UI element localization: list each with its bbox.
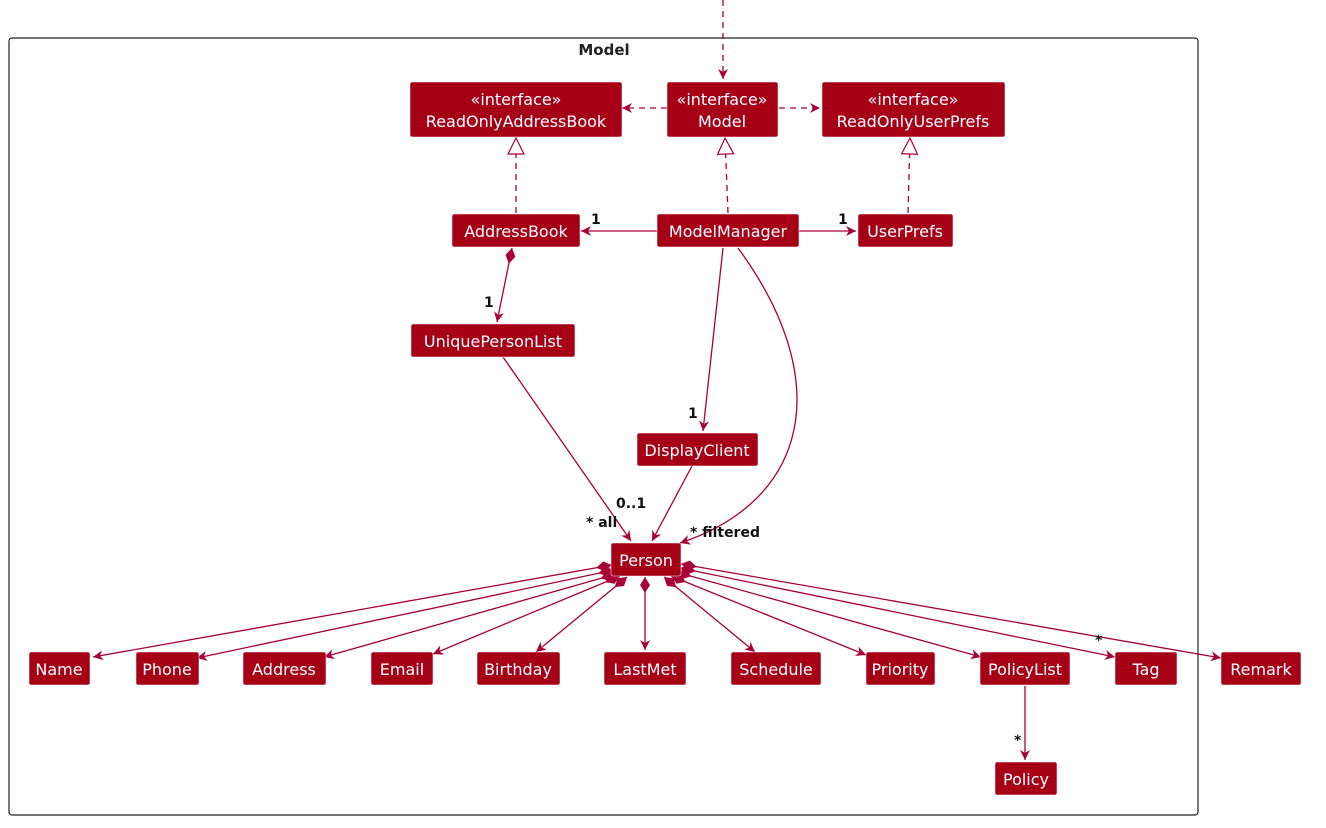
- addressbook-composes-uniquepersonlist: [494, 247, 516, 323]
- class-person: Person: [610, 542, 682, 577]
- class-tag-label: Tag: [1131, 660, 1159, 679]
- uniquepersonlist-to-person-all: [502, 356, 632, 542]
- interface-readonlyuserprefs-name: ReadOnlyUserPrefs: [837, 112, 990, 131]
- class-modelmanager: ModelManager: [656, 213, 800, 248]
- class-addressbook: AddressBook: [451, 213, 581, 248]
- class-email-label: Email: [380, 660, 424, 679]
- class-policylist: PolicyList: [979, 651, 1071, 686]
- person-composes-birthday: [535, 576, 628, 653]
- class-priority: Priority: [865, 651, 936, 686]
- model-package-title: Model: [578, 41, 629, 59]
- multiplicity-displayclient: 1: [688, 406, 698, 422]
- class-policylist-label: PolicyList: [988, 660, 1062, 679]
- class-remark-label: Remark: [1230, 660, 1292, 679]
- class-birthday: Birthday: [476, 651, 561, 686]
- multiplicity-filtered: * filtered: [690, 525, 760, 541]
- class-displayclient: DisplayClient: [636, 432, 759, 467]
- modelmanager-to-displayclient: [699, 247, 724, 432]
- interface-readonlyaddressbook-name: ReadOnlyAddressBook: [426, 112, 607, 131]
- class-userprefs-name: UserPrefs: [867, 222, 943, 241]
- class-name-label: Name: [35, 660, 82, 679]
- class-userprefs: UserPrefs: [857, 213, 954, 248]
- class-email: Email: [370, 651, 434, 686]
- multiplicity-userprefs: 1: [838, 212, 848, 228]
- multiplicity-all: * all: [586, 515, 617, 531]
- class-phone-label: Phone: [142, 660, 192, 679]
- class-priority-label: Priority: [872, 660, 929, 679]
- multiplicity-tag: *: [1095, 633, 1103, 649]
- interface-readonlyaddressbook: «interface» ReadOnlyAddressBook: [409, 81, 623, 138]
- class-displayclient-name: DisplayClient: [644, 441, 749, 460]
- displayclient-to-person: [651, 465, 693, 542]
- class-lastmet-label: LastMet: [613, 660, 676, 679]
- person-composes-remark: [680, 560, 1222, 662]
- class-phone: Phone: [135, 651, 200, 686]
- class-uniquepersonlist-name: UniquePersonList: [424, 332, 562, 351]
- multiplicity-addressbook: 1: [591, 212, 601, 228]
- multiplicity-uniquepersonlist: 1: [484, 295, 494, 311]
- interface-readonlyuserprefs: «interface» ReadOnlyUserPrefs: [821, 81, 1006, 138]
- interface-model-stereotype: «interface»: [677, 90, 768, 109]
- class-schedule: Schedule: [730, 651, 822, 686]
- class-policy: Policy: [994, 761, 1058, 796]
- interface-model-name: Model: [698, 112, 746, 131]
- class-tag: Tag: [1114, 651, 1178, 686]
- interface-readonlyuserprefs-stereotype: «interface»: [868, 90, 959, 109]
- class-remark: Remark: [1220, 651, 1302, 686]
- modelmanager-realizes-model: [716, 136, 735, 214]
- model-package-frame: [8, 37, 1199, 816]
- class-uniquepersonlist: UniquePersonList: [410, 323, 576, 358]
- class-person-name: Person: [619, 551, 673, 570]
- class-name: Name: [28, 651, 91, 686]
- class-modelmanager-name: ModelManager: [669, 222, 788, 241]
- class-address: Address: [242, 651, 327, 686]
- userprefs-realizes-readonlyuserprefs: [900, 136, 919, 214]
- class-address-label: Address: [252, 660, 316, 679]
- class-policy-label: Policy: [1003, 770, 1049, 789]
- class-birthday-label: Birthday: [484, 660, 552, 679]
- modelmanager-to-person-filtered: [679, 247, 798, 545]
- multiplicity-policy: *: [1014, 733, 1022, 749]
- interface-model: «interface» Model: [666, 81, 779, 138]
- multiplicity-displayclient-person: 0..1: [616, 496, 646, 512]
- class-lastmet: LastMet: [603, 651, 687, 686]
- class-addressbook-name: AddressBook: [464, 222, 568, 241]
- class-schedule-label: Schedule: [739, 660, 813, 679]
- interface-readonlyaddressbook-stereotype: «interface»: [471, 90, 562, 109]
